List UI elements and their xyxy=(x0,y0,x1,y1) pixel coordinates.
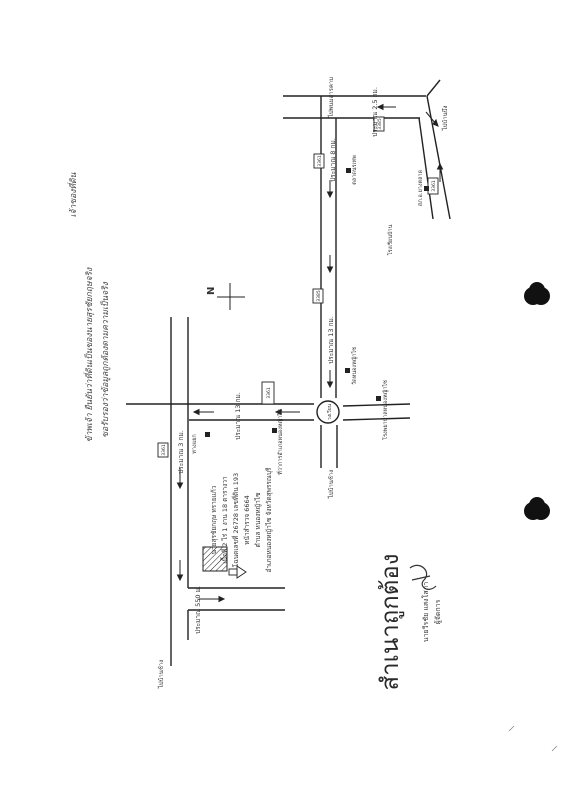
place-label-hospital: โรงพยาบาลหนองหญ้าไซ xyxy=(381,380,389,440)
site-info-line: โฉนดเลขที่ 26728 เลขที่ดิน 193 xyxy=(231,473,240,567)
road-branch-left xyxy=(418,117,434,220)
road-label: ประมาณ 2.5 กม. xyxy=(371,87,379,137)
certified-copy-stamp: สำเนาถูกต้อง xyxy=(376,554,405,691)
road-label: ประมาณ 3 กม. xyxy=(177,430,185,474)
road-label: ประมาณ 550 ม. xyxy=(194,586,202,634)
place-marker xyxy=(424,186,429,191)
punch-hole xyxy=(524,497,550,520)
arrow-icon xyxy=(199,595,226,603)
arrow-icon xyxy=(274,408,300,416)
signatory-name: นายวีรชัย แสงโสภา xyxy=(421,582,430,642)
land-plot xyxy=(202,546,247,579)
route-badge: 3385 xyxy=(373,116,385,132)
route-badge: 3361 xyxy=(157,442,169,458)
site-info: นายสุรชัยกฤษ ทรายแก้ว เนื้อที่ 2 ไร่ 1 ง… xyxy=(210,467,273,573)
handwritten-line: เจ้าของที่ดิน xyxy=(67,172,79,217)
place-marker xyxy=(376,396,381,401)
punch-hole xyxy=(524,282,550,305)
road-network xyxy=(126,79,451,666)
place-label-temple: วัดหนองหญ้าไซ xyxy=(351,347,358,385)
place-marker xyxy=(205,432,210,437)
signature-mark xyxy=(409,564,437,590)
north-label: N xyxy=(206,287,217,295)
place-marker xyxy=(346,168,351,173)
svg-text:3361: 3361 xyxy=(161,444,167,456)
site-info-line: เนื้อที่ 2 ไร่ 1 งาน 18 ตารางวา xyxy=(220,476,229,564)
site-info-line: หน้าสำรวจ 6664 xyxy=(243,495,251,545)
route-badge: 3361 xyxy=(427,177,439,195)
land-plot-shape xyxy=(202,546,228,572)
arrow-icon xyxy=(176,468,184,490)
direction-label: ไปพนมสารคาม xyxy=(327,77,335,118)
road-mid-right-b xyxy=(342,417,411,421)
route-badge: 3361 xyxy=(261,381,275,405)
road-branch-right xyxy=(426,95,451,220)
arrow-icon xyxy=(192,408,214,416)
places: ตลาดนรเทพ สภ.อ.ยางตลาด โรงเรียนบ้าน วัดห… xyxy=(192,155,429,475)
place-label-landmark: ทางแยก xyxy=(192,434,198,454)
route-badge: 3361 xyxy=(313,153,325,169)
road-label: ประมาณ 8 กม. xyxy=(329,138,337,182)
arrow-icon xyxy=(176,560,184,582)
north-arrow: N xyxy=(206,283,245,310)
arrow-icon xyxy=(326,255,334,274)
site-info-line: นายสุรชัยกฤษ ทรายแก้ว xyxy=(210,485,218,554)
roundabout: วงเวียน xyxy=(316,400,340,424)
direction-label: ไปบ้านช้าง xyxy=(327,470,335,500)
direction-labels: ไปบ้านบึง ไปบ้านช้าง ไปบ้านช้าง ไปพนมสาร… xyxy=(157,77,449,689)
handwritten-line: ข้าพเจ้า ยืนยันว่าที่ดินเป็นของนายสุรชัย… xyxy=(83,267,95,442)
place-marker xyxy=(272,428,277,433)
road-label: ประมาณ 13 กม. xyxy=(327,316,335,364)
svg-text:3385: 3385 xyxy=(316,290,322,302)
arrow-icon xyxy=(326,180,334,199)
road-label: ประมาณ 13 กม. xyxy=(234,392,242,440)
site-info-line: ตำบล หนองหญ้าไซ xyxy=(254,492,262,548)
place-label-police: สภ.อ.ยางตลาด xyxy=(417,169,424,206)
road-mid-right-a xyxy=(342,403,411,407)
svg-text:3361: 3361 xyxy=(266,387,272,399)
site-info-line: อำเภอหนองหญ้าไซ จังหวัดสุพรรณบุรี xyxy=(265,467,273,573)
direction-label: ไปบ้านช้าง xyxy=(157,660,165,690)
place-label-district-office: ที่ว่าการอำเภอหนองหญ้าไซ xyxy=(276,409,284,475)
road-labels: ประมาณ 2.5 กม. ประมาณ 8 กม. ประมาณ 13 กม… xyxy=(177,87,379,634)
direction-label: ไปบ้านบึง xyxy=(441,106,449,132)
arrow-icon xyxy=(425,111,439,127)
arrow-icon xyxy=(436,162,444,182)
certification: สำเนาถูกต้อง นายวีรชัย แสงโสภา ผู้จัดการ xyxy=(376,554,442,691)
place-label-market: ตลาดนรเทพ xyxy=(352,155,358,185)
handwritten-line: ขอรับรองว่าข้อมูลถูกต้องตามความเป็นจริง xyxy=(100,281,111,437)
arrow-icon xyxy=(376,103,396,111)
svg-text:3361: 3361 xyxy=(317,155,323,167)
place-marker xyxy=(345,368,350,373)
location-marker-icon xyxy=(228,565,247,579)
svg-text:3385: 3385 xyxy=(377,118,383,130)
place-label-school: โรงเรียนบ้าน xyxy=(386,224,394,255)
signatory-title: ผู้จัดการ xyxy=(434,599,442,624)
direction-arrows xyxy=(176,103,444,603)
route-badges: 3385 3361 3361 3385 3361 3361 xyxy=(157,116,439,458)
scan-marks xyxy=(508,725,558,752)
svg-text:3361: 3361 xyxy=(431,180,437,192)
road-branch-top xyxy=(426,79,441,97)
route-badge: 3385 xyxy=(312,288,324,304)
punch-holes xyxy=(524,282,550,520)
handwritten-notes: ข้าพเจ้า ยืนยันว่าที่ดินเป็นของนายสุรชัย… xyxy=(67,172,111,442)
roundabout-label: วงเวียน xyxy=(326,403,333,420)
arrow-icon xyxy=(326,370,334,389)
